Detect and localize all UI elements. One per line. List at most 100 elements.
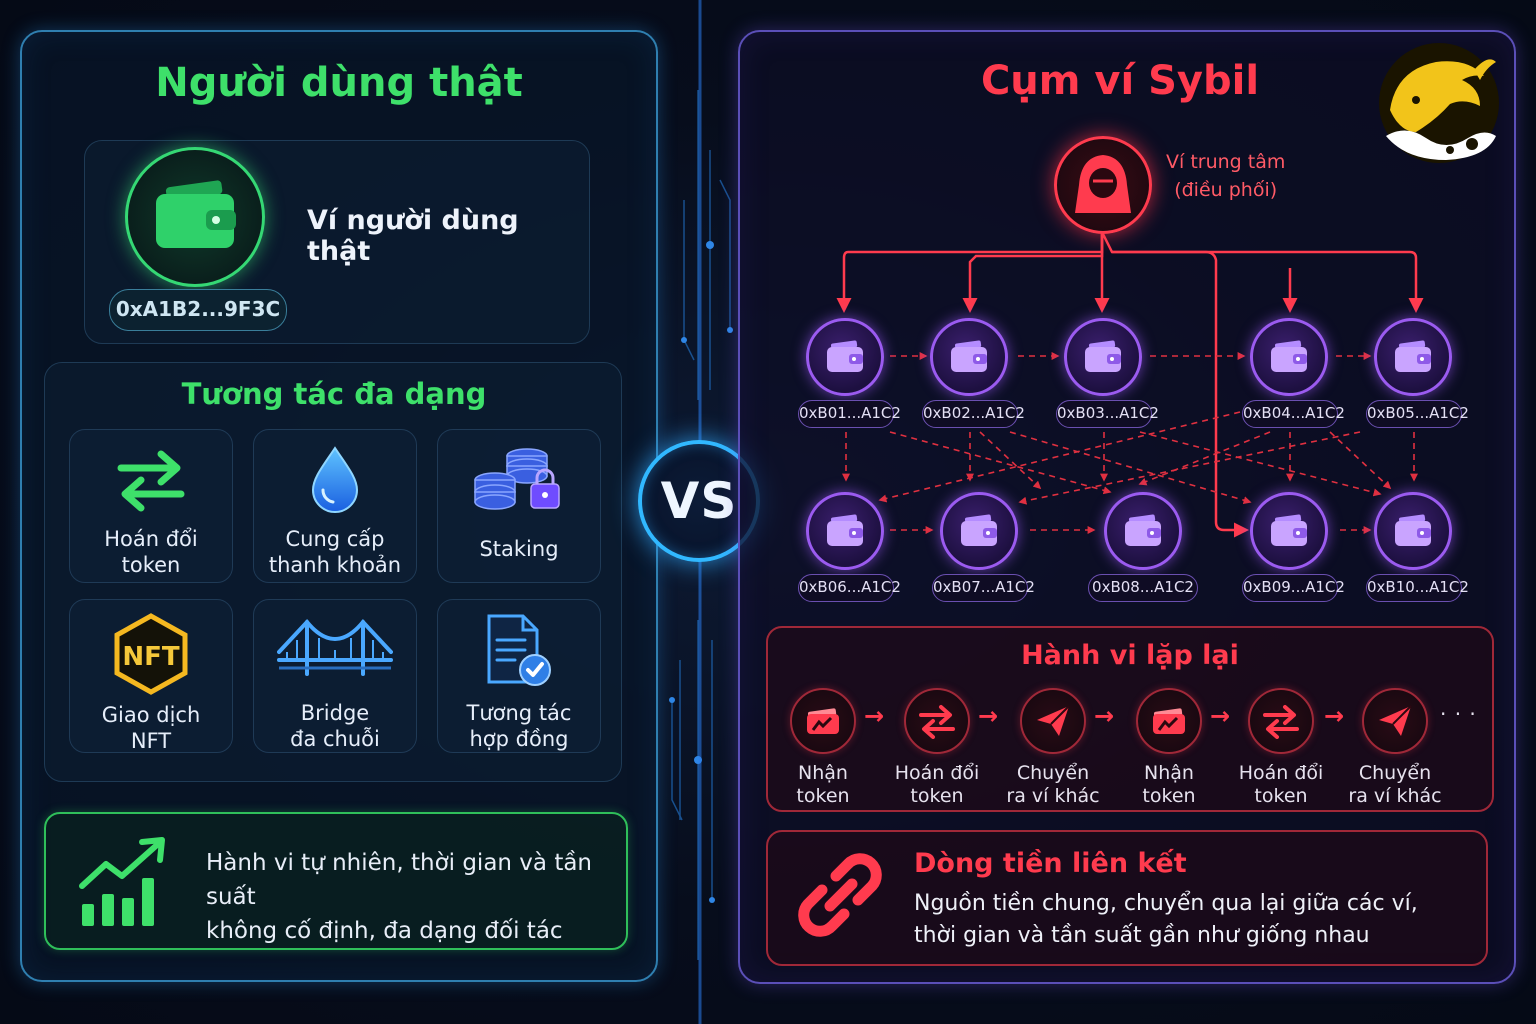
sybil-title: Cụm ví Sybil [980, 58, 1260, 104]
tile-liquidity: Cung cấp thanh khoản [253, 429, 417, 583]
sybil-connections [836, 231, 1424, 538]
whale-logo-icon [1379, 43, 1499, 163]
send-plane-icon [1379, 705, 1412, 736]
sybil-wallet-node [806, 492, 884, 570]
behavior-ellipsis: · · · [1440, 702, 1477, 726]
central-label-line-2: (điều phối) [1174, 179, 1278, 201]
repeated-behavior-title: Hành vi lặp lại [1021, 640, 1239, 671]
coin-stack-lock-icon [474, 448, 560, 510]
central-label-line-1: Ví trung tâm [1166, 151, 1286, 173]
sybil-wallet-address: 0xB08...A1C2 [1088, 574, 1198, 602]
behavior-step [790, 688, 856, 754]
wallet-icon [1085, 340, 1121, 372]
real-behavior-summary: Hành vi tự nhiên, thời gian và tần suất … [44, 812, 628, 950]
sybil-wallet-address: 0xB10...A1C2 [1366, 574, 1469, 602]
interactions-title: Tương tác đa dạng [181, 377, 487, 411]
tile-contract: Tương tác hợp đồng [437, 599, 601, 753]
behavior-arrow-icon: → [864, 702, 885, 730]
sybil-wallet-node [930, 318, 1008, 396]
real-user-title: Người dùng thật [155, 60, 523, 106]
linked-flow-line-2: thời gian và tần suất gần như giống nhau [914, 923, 1370, 948]
tile-label: Staking [479, 537, 559, 561]
svg-text:NFT: NFT [122, 642, 180, 672]
send-plane-icon [1037, 705, 1070, 736]
linked-flow-card: Dòng tiền liên kết Nguồn tiền chung, chu… [766, 830, 1488, 966]
behavior-arrow-icon: → [978, 702, 999, 730]
real-wallet-address: 0xA1B2...9F3C [109, 289, 287, 331]
real-user-panel: Người dùng thật 0xA1B2...9F3C Ví người d… [20, 30, 658, 982]
chain-link-icon [798, 853, 882, 937]
central-wallet-label: Ví trung tâm (điều phối) [1166, 148, 1285, 204]
sybil-wallet-address: 0xB04...A1C2 [1242, 400, 1345, 428]
growth-chart-icon [79, 837, 165, 926]
summary-text: Hành vi tự nhiên, thời gian và tần suất … [206, 846, 626, 948]
behavior-step-label: Hoán đổi token [1238, 762, 1324, 807]
sybil-wallet-address: 0xB07...A1C2 [932, 574, 1035, 602]
tile-swap-token: Hoán đổi token [69, 429, 233, 583]
wallet-icon [1395, 514, 1431, 546]
linked-flow-title: Dòng tiền liên kết [914, 848, 1187, 879]
wallet-icon [1271, 340, 1307, 372]
central-wallet-node [1054, 136, 1152, 234]
receive-token-icon [807, 708, 839, 734]
contract-check-icon [487, 614, 551, 686]
sybil-wallet-node [1250, 492, 1328, 570]
real-wallet-circle [125, 147, 265, 287]
swap-arrows-icon [117, 450, 185, 512]
tile-nft: NFT Giao dịch NFT [69, 599, 233, 753]
behavior-step [1020, 688, 1086, 754]
nft-hexagon-icon: NFT [114, 613, 188, 695]
bridge-icon [277, 618, 393, 676]
sybil-wallet-address: 0xB06...A1C2 [798, 574, 901, 602]
behavior-arrow-icon: → [1324, 702, 1345, 730]
wallet-icon [951, 340, 987, 372]
sybil-wallet-node [940, 492, 1018, 570]
tile-label: Bridge đa chuỗi [290, 701, 380, 751]
real-wallet-card: 0xA1B2...9F3C Ví người dùng thật [84, 140, 590, 344]
summary-line-2: không cố định, đa dạng đối tác [206, 918, 563, 944]
wallet-icon [827, 340, 863, 372]
receive-token-icon [1153, 708, 1185, 734]
wallet-icon [961, 514, 997, 546]
summary-line-1: Hành vi tự nhiên, thời gian và tần suất [206, 850, 593, 910]
behavior-arrow-icon: → [1094, 702, 1115, 730]
wallet-icon [827, 514, 863, 546]
sybil-wallet-node [806, 318, 884, 396]
wallet-icon [1395, 340, 1431, 372]
sybil-wallet-node [1250, 318, 1328, 396]
behavior-step [1362, 688, 1428, 754]
behavior-arrow-icon: → [1210, 702, 1231, 730]
wallet-icon [1271, 514, 1307, 546]
behavior-step [1136, 688, 1202, 754]
sybil-wallet-address: 0xB09...A1C2 [1242, 574, 1345, 602]
sybil-wallet-node [1374, 492, 1452, 570]
sybil-wallet-address: 0xB05...A1C2 [1366, 400, 1469, 428]
sybil-wallet-node [1104, 492, 1182, 570]
wallet-icon [1125, 514, 1161, 546]
tile-label: Tương tác hợp đồng [466, 701, 572, 751]
repeated-behavior-card: Hành vi lặp lại → → → → → · · · Nhận tok… [766, 626, 1494, 812]
tile-label: Hoán đổi token [104, 527, 198, 577]
interactions-card: Tương tác đa dạng Hoán đổi token [44, 362, 622, 782]
behavior-step-label: Nhận token [796, 762, 850, 807]
wallet-icon [156, 180, 236, 248]
sybil-wallet-node [1374, 318, 1452, 396]
tile-staking: Staking [437, 429, 601, 583]
linked-flow-line-1: Nguồn tiền chung, chuyển qua lại giữa cá… [914, 891, 1418, 916]
behavior-step [904, 688, 970, 754]
tile-label: Cung cấp thanh khoản [268, 527, 402, 577]
behavior-step-label: Chuyển ra ví khác [1348, 762, 1442, 807]
sybil-wallet-address: 0xB03...A1C2 [1056, 400, 1159, 428]
behavior-step-label: Hoán đổi token [894, 762, 980, 807]
tile-label: Giao dịch NFT [101, 703, 201, 753]
sybil-wallet-address: 0xB01...A1C2 [798, 400, 901, 428]
behavior-step-label: Nhận token [1142, 762, 1196, 807]
sybil-cluster-panel: Cụm ví Sybil Ví trung tâm (điều phối) [738, 30, 1516, 984]
linked-flow-text: Nguồn tiền chung, chuyển qua lại giữa cá… [914, 888, 1418, 952]
vs-label: VS [660, 472, 738, 530]
swap-icon [919, 705, 955, 739]
circuit-lines [669, 0, 733, 1024]
behavior-step-label: Chuyển ra ví khác [1006, 762, 1100, 807]
hacker-icon [1075, 155, 1131, 213]
real-wallet-label: Ví người dùng thật [307, 205, 519, 267]
